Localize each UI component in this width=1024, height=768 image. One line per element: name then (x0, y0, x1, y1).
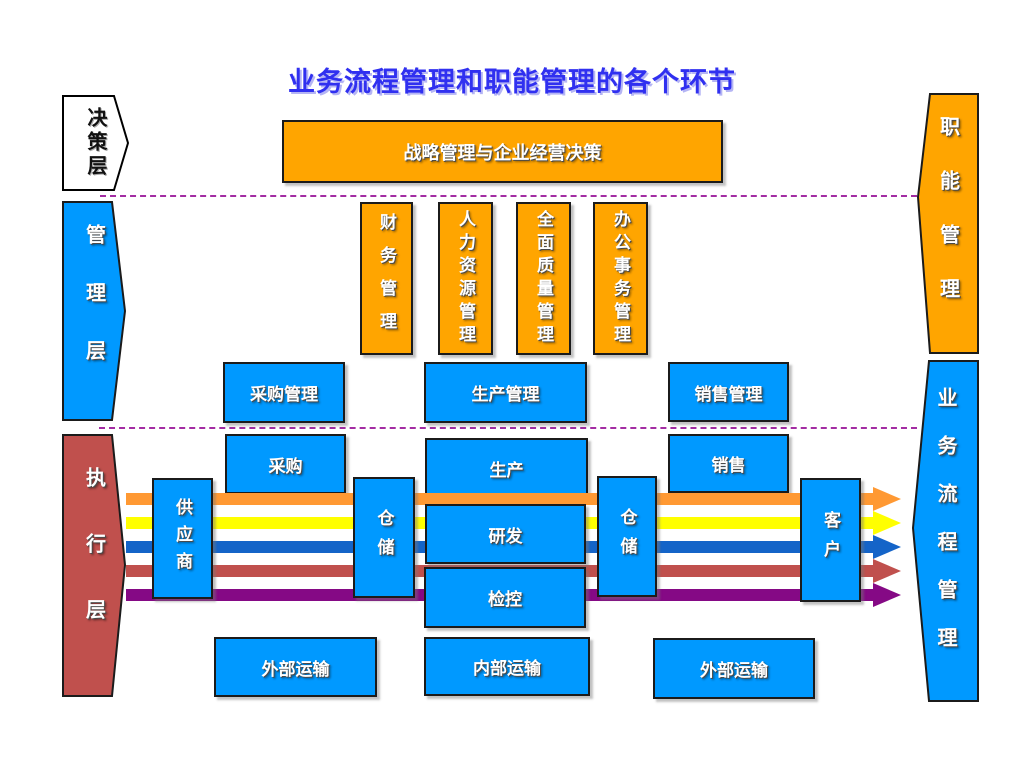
page-title: 业务流程管理和职能管理的各个环节 (288, 67, 736, 97)
business-process-band: 业务流程管理 (912, 360, 979, 702)
arrowhead-yellow-icon (873, 511, 901, 535)
arrowhead-red-icon (873, 559, 901, 583)
procurement-management-box: 采购管理 (223, 362, 345, 423)
supplier-box: 供应商 (152, 478, 213, 599)
production-box: 生产 (425, 438, 588, 498)
functional-management-band: 职能管理 (917, 93, 979, 354)
management-layer-shape: 管理层 (62, 201, 126, 421)
internal-transport-box: 内部运输 (424, 637, 590, 696)
function-column-hr: 人力资源管理 (438, 202, 493, 355)
rnd-box: 研发 (425, 504, 586, 564)
procurement-box: 采购 (225, 434, 346, 494)
pentagon-left-icon (917, 93, 979, 354)
flow-bar-orange (126, 493, 873, 505)
inspection-box: 检控 (424, 567, 586, 628)
external-transport-left-box: 外部运输 (214, 637, 377, 697)
sales-box: 销售 (668, 434, 789, 493)
decision-layer-label: 决策层 (84, 107, 106, 179)
execution-layer-shape: 执行层 (62, 434, 126, 697)
arrowhead-orange-icon (873, 487, 901, 511)
decision-layer-shape: 决策层 (62, 95, 129, 191)
divider-management-execution (99, 427, 917, 429)
pentagon-right-icon (62, 201, 126, 421)
divider-decision-management (100, 195, 917, 197)
warehouse-out-box: 仓储 (597, 476, 657, 597)
functional-management-label: 职能管理 (936, 115, 959, 332)
arrowhead-purple-icon (873, 583, 901, 607)
pentagon-right-icon (62, 95, 129, 191)
arrowhead-blue-icon (873, 535, 901, 559)
function-column-office: 办公事务管理 (593, 202, 648, 355)
execution-layer-label: 执行层 (82, 466, 105, 665)
pentagon-left-icon (912, 360, 979, 702)
business-process-label: 业务流程管理 (934, 387, 956, 675)
customer-box: 客户 (800, 478, 861, 602)
sales-management-box: 销售管理 (668, 362, 789, 422)
pentagon-right-icon (62, 434, 126, 697)
strategy-box: 战略管理与企业经营决策 (282, 120, 723, 183)
function-column-quality: 全面质量管理 (516, 202, 571, 355)
production-management-box: 生产管理 (424, 362, 587, 423)
warehouse-in-box: 仓储 (353, 477, 415, 598)
external-transport-right-box: 外部运输 (653, 638, 815, 699)
management-layer-label: 管理层 (82, 224, 105, 398)
function-column-finance: 财务管理 (360, 202, 413, 355)
